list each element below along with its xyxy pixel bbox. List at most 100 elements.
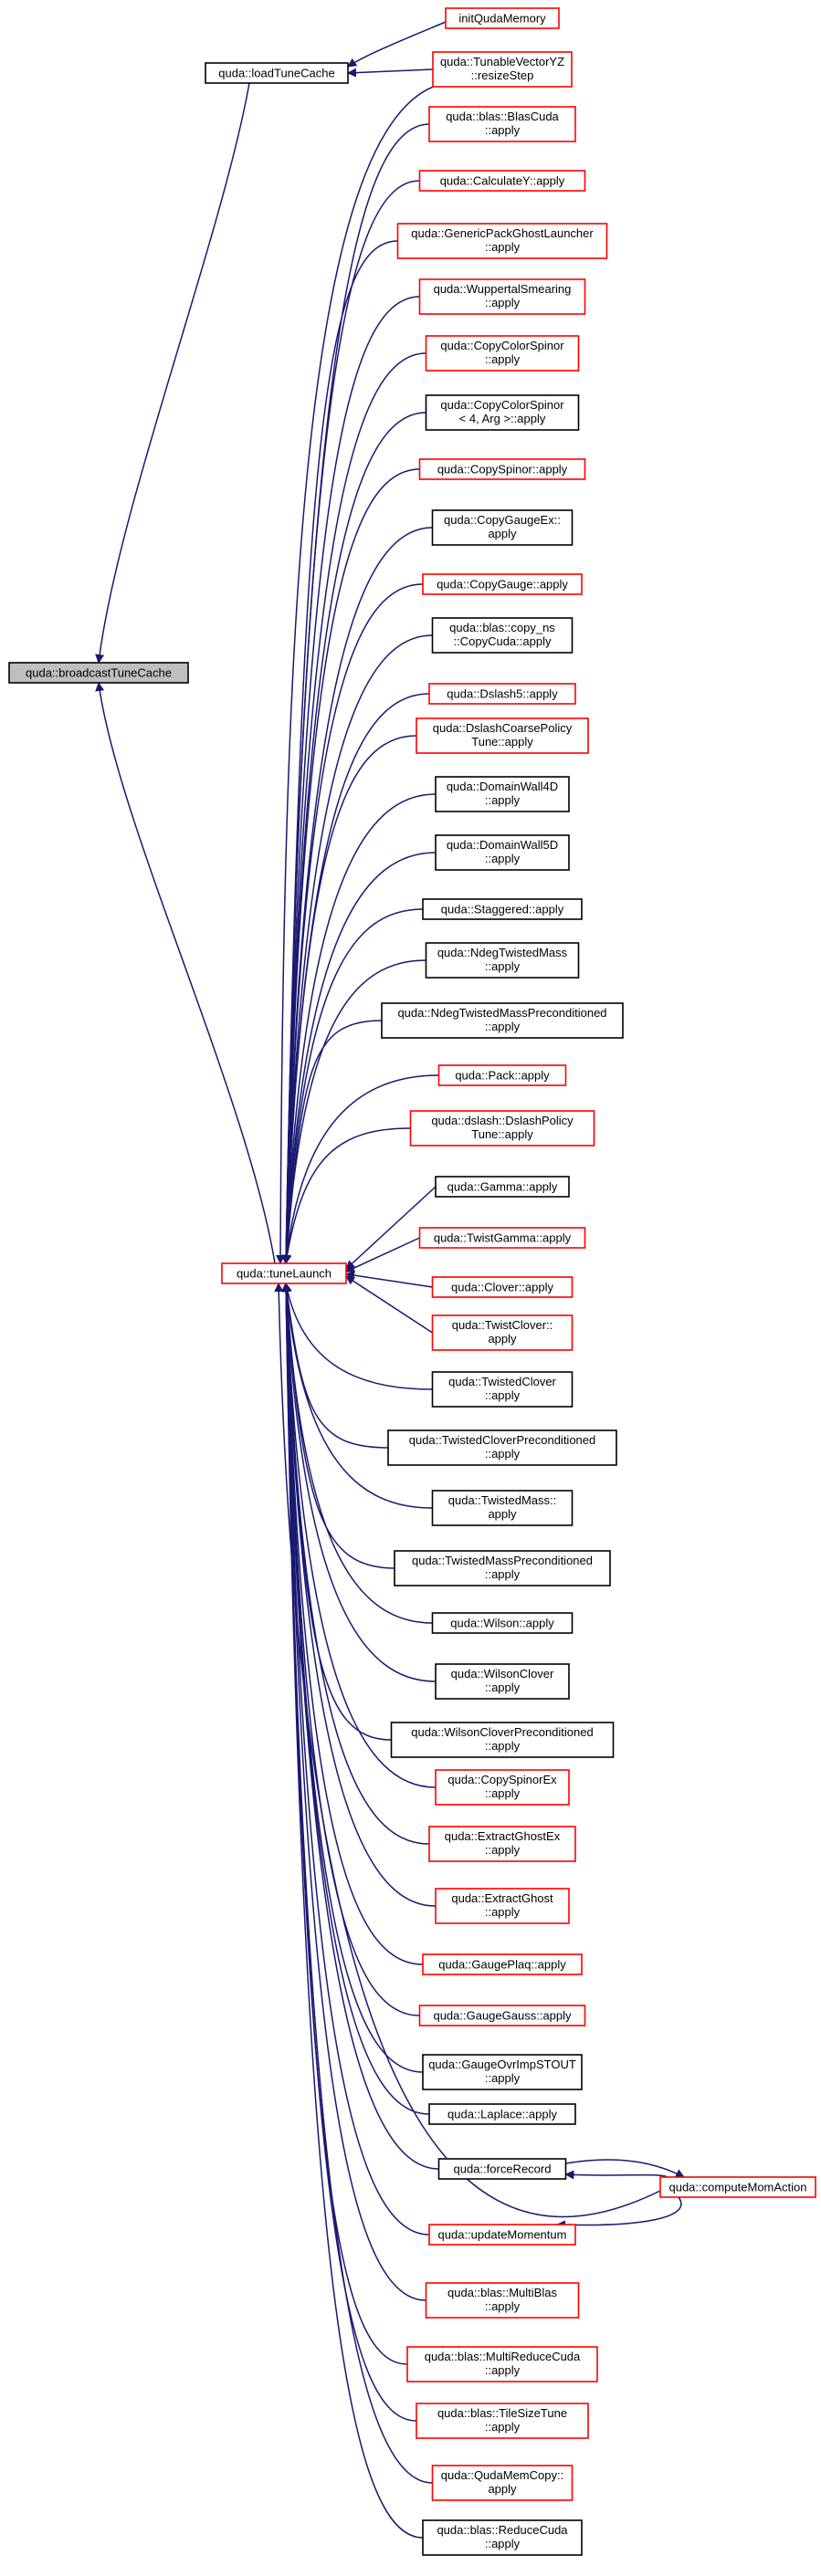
node-tune-launch[interactable]: quda::tuneLaunch bbox=[221, 1262, 347, 1284]
node-caller[interactable]: quda::CopySpinor::apply bbox=[418, 458, 586, 480]
node-caller-label: ::apply bbox=[485, 2071, 521, 2085]
node-caller-label: quda::GaugeOvrImpSTOUT bbox=[428, 2058, 576, 2071]
node-caller-label: ::apply bbox=[485, 240, 521, 254]
node-caller-label: quda::CopySpinorEx bbox=[447, 1773, 557, 1786]
node-caller[interactable]: quda::TwistedMassPreconditioned::apply bbox=[394, 1550, 611, 1586]
node-caller[interactable]: quda::Laplace::apply bbox=[428, 2103, 576, 2125]
node-caller-box bbox=[418, 170, 586, 192]
node-caller-box bbox=[425, 2282, 580, 2319]
node-broadcast-tune-cache-box bbox=[8, 662, 189, 684]
node-caller[interactable]: quda::ExtractGhostEx::apply bbox=[428, 1826, 576, 1862]
edge-caller-to-tune-launch bbox=[345, 1186, 437, 1270]
node-caller[interactable]: quda::DomainWall4D::apply bbox=[435, 776, 570, 812]
edge-caller-to-tune-launch bbox=[281, 793, 437, 1264]
node-caller[interactable]: quda::DomainWall5D::apply bbox=[435, 834, 570, 871]
node-caller[interactable]: quda::CopyColorSpinor< 4, Arg >::apply bbox=[425, 394, 580, 431]
node-caller-label: < 4, Arg >::apply bbox=[459, 412, 546, 425]
node-caller[interactable]: quda::GenericPackGhostLauncher::apply bbox=[396, 223, 608, 259]
node-caller[interactable]: quda::Wilson::apply bbox=[431, 1612, 574, 1634]
node-caller[interactable]: quda::GaugePlaq::apply bbox=[422, 1953, 583, 1975]
nodes: quda::broadcastTuneCache quda::loadTuneCa… bbox=[8, 7, 816, 2556]
node-caller[interactable]: quda::blas::MultiReduceCuda::apply bbox=[406, 2346, 598, 2382]
node-caller[interactable]: quda::GaugeGauss::apply bbox=[418, 2005, 586, 2026]
node-caller[interactable]: quda::blas::MultiBlas::apply bbox=[425, 2282, 580, 2319]
node-caller[interactable]: quda::blas::BlasCuda::apply bbox=[428, 106, 576, 142]
node-caller-box bbox=[422, 1953, 583, 1975]
node-caller[interactable]: quda::QudaMemCopy::apply bbox=[431, 2465, 574, 2501]
node-caller[interactable]: quda::TwistedCloverPreconditioned::apply bbox=[387, 1429, 617, 1466]
node-caller-label: quda::Staggered::apply bbox=[441, 903, 564, 916]
node-caller[interactable]: quda::blas::TileSizeTune::apply bbox=[416, 2403, 589, 2439]
edge-caller-to-tune-launch bbox=[281, 852, 437, 1264]
node-caller[interactable]: quda::Staggered::apply bbox=[422, 898, 583, 920]
node-caller-box bbox=[428, 1826, 576, 1862]
node-broadcast-tune-cache[interactable]: quda::broadcastTuneCache bbox=[8, 662, 189, 684]
node-caller[interactable]: quda::Dslash5::apply bbox=[428, 683, 576, 705]
node-caller[interactable]: quda::CopyColorSpinor::apply bbox=[425, 335, 580, 372]
node-caller-box bbox=[431, 1490, 574, 1526]
node-caller-label: quda::Clover::apply bbox=[451, 1281, 554, 1294]
node-caller[interactable]: quda::ExtractGhost::apply bbox=[435, 1888, 570, 1924]
node-caller-label: quda::Wilson::apply bbox=[450, 1617, 554, 1630]
node-caller-label: ::apply bbox=[485, 1786, 521, 1800]
node-caller[interactable]: quda::WuppertalSmearing::apply bbox=[418, 278, 586, 315]
node-caller-label: quda::GenericPackGhostLauncher bbox=[411, 226, 594, 240]
node-caller-label: ::apply bbox=[485, 793, 521, 807]
node-caller-label: quda::DomainWall5D bbox=[447, 838, 558, 852]
node-compute-mom-action-label: quda::computeMomAction bbox=[668, 2181, 806, 2194]
node-caller[interactable]: quda::TwistGamma::apply bbox=[418, 1227, 586, 1249]
node-caller[interactable]: quda::CalculateY::apply bbox=[418, 170, 586, 192]
node-caller-label: quda::DslashCoarsePolicy bbox=[433, 721, 573, 735]
node-caller-label: ::apply bbox=[485, 1843, 521, 1857]
node-caller[interactable]: quda::CopyGaugeEx::apply bbox=[431, 509, 574, 546]
node-load-tune-cache[interactable]: quda::loadTuneCache bbox=[205, 62, 349, 84]
edge-caller-to-tune-launch bbox=[281, 240, 398, 1264]
node-caller-label: apply bbox=[488, 527, 517, 540]
node-compute-mom-action[interactable]: quda::computeMomAction bbox=[659, 2176, 816, 2198]
node-caller[interactable]: quda::TwistClover::apply bbox=[431, 1314, 574, 1351]
edge-caller-to-tune-launch bbox=[282, 1283, 433, 1390]
edge-tune-to-broadcast bbox=[95, 682, 276, 1264]
edge-caller-to-tune-launch bbox=[282, 1074, 439, 1264]
node-resize-step-box bbox=[432, 51, 573, 88]
node-caller-label: ::apply bbox=[485, 352, 521, 366]
node-caller-box bbox=[435, 776, 570, 812]
node-caller[interactable]: quda::TwistedMass::apply bbox=[431, 1490, 574, 1526]
node-caller[interactable]: quda::NdegTwistedMassPreconditioned::app… bbox=[381, 1002, 624, 1039]
node-caller[interactable]: quda::forceRecord bbox=[437, 2158, 567, 2180]
node-caller[interactable]: quda::CopySpinorEx::apply bbox=[435, 1769, 570, 1806]
node-caller-box bbox=[418, 458, 586, 480]
node-caller-label: quda::TwistClover:: bbox=[452, 1318, 553, 1332]
node-caller[interactable]: quda::NdegTwistedMass::apply bbox=[425, 942, 580, 979]
node-caller-box bbox=[422, 2519, 583, 2556]
edge-init-to-load bbox=[347, 21, 447, 68]
node-caller[interactable]: quda::WilsonCloverPreconditioned::apply bbox=[390, 1722, 615, 1758]
node-caller[interactable]: quda::Gamma::apply bbox=[435, 1176, 570, 1198]
node-caller-label: quda::ExtractGhostEx bbox=[445, 1829, 561, 1843]
node-caller[interactable]: quda::blas::copy_ns::CopyCuda::apply bbox=[431, 617, 574, 654]
node-caller-label: apply bbox=[488, 1332, 517, 1346]
node-caller-label: quda::Pack::apply bbox=[455, 1069, 550, 1083]
node-caller-box bbox=[422, 898, 583, 920]
node-caller[interactable]: quda::CopyGauge::apply bbox=[422, 573, 583, 595]
node-caller[interactable]: quda::WilsonClover::apply bbox=[435, 1663, 570, 1700]
node-caller[interactable]: quda::Pack::apply bbox=[437, 1064, 567, 1086]
node-caller-label: quda::blas::TileSizeTune bbox=[437, 2406, 567, 2420]
node-caller[interactable]: quda::updateMomentum bbox=[428, 2224, 576, 2246]
node-resize-step[interactable]: quda::TunableVectorYZ::resizeStep bbox=[432, 51, 573, 88]
node-caller[interactable]: quda::GaugeOvrImpSTOUT::apply bbox=[422, 2054, 583, 2090]
node-caller-box bbox=[431, 1276, 574, 1298]
node-init-quda-memory[interactable]: initQudaMemory bbox=[445, 7, 560, 29]
node-caller-label: quda::CalculateY::apply bbox=[440, 174, 565, 188]
edge-caller-to-tune-launch bbox=[281, 1283, 433, 1509]
node-caller[interactable]: quda::Clover::apply bbox=[431, 1276, 574, 1298]
node-caller-label: quda::TwistedMass:: bbox=[448, 1493, 557, 1507]
node-caller[interactable]: quda::blas::ReduceCuda::apply bbox=[422, 2519, 583, 2556]
node-caller-label: ::apply bbox=[485, 1567, 521, 1581]
node-caller-box bbox=[416, 717, 589, 754]
node-caller[interactable]: quda::TwistedClover::apply bbox=[431, 1371, 574, 1408]
node-caller-box bbox=[437, 1064, 567, 1086]
node-init-quda-memory-box bbox=[445, 7, 560, 29]
